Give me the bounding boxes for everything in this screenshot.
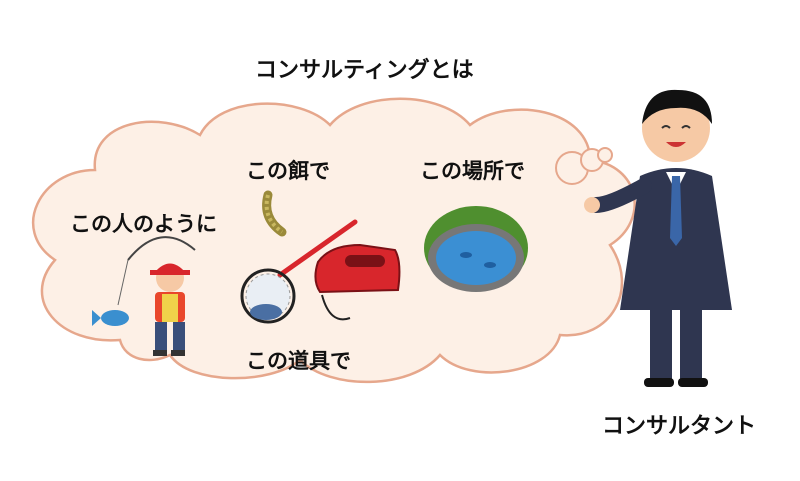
landing-net-icon [240,219,358,324]
label-tools: この道具で [246,349,351,373]
worm-bait-icon [262,190,287,237]
pond-icon [424,206,528,292]
label-place: この場所で [420,159,525,183]
consultant-figure [584,89,732,387]
tackle-box-icon [314,243,401,321]
fisherman-illustration [92,236,196,356]
label-consultant: コンサルタント [602,414,757,439]
thought-bubble [31,97,636,384]
label-person: この人のように [70,212,217,236]
page-title: コンサルティングとは [255,58,474,83]
label-bait: この餌で [246,159,330,183]
